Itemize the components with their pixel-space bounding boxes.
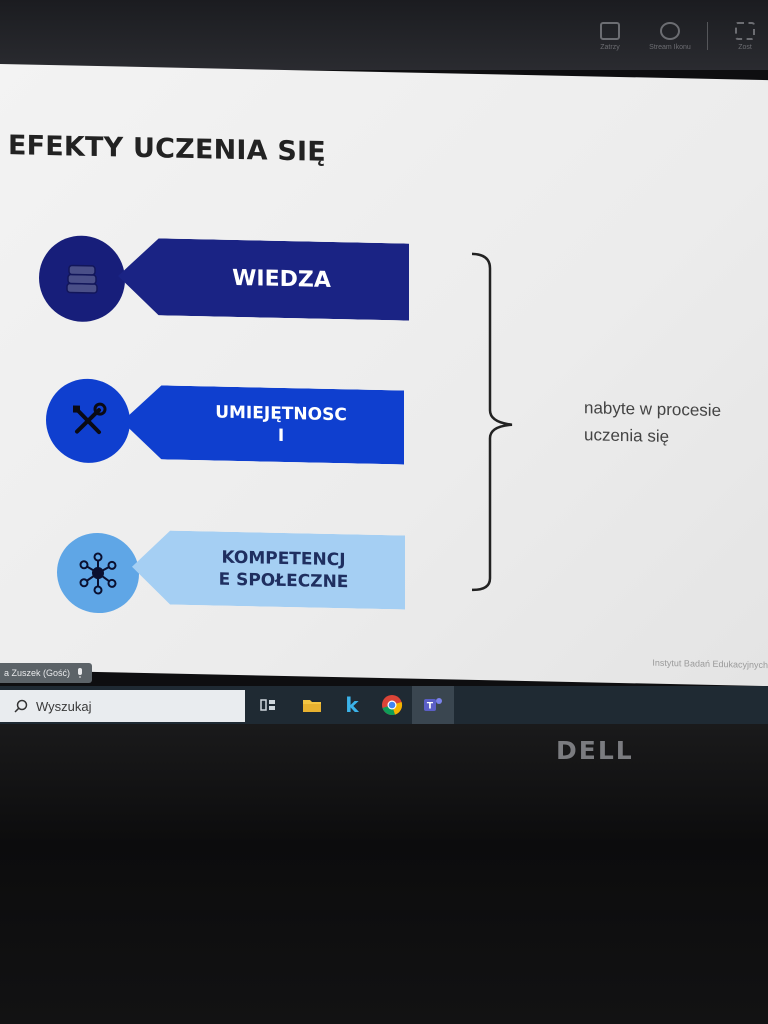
wiedza-banner: WIEDZA [118,237,409,320]
slide-footer: Instytut Badań Edukacyjnych [652,657,768,671]
umiejetnosci-label-line1: UMIEJĘTNOSC [215,402,347,426]
toolbar-item-stream[interactable]: Stream Ikonu [647,22,693,51]
toolbar-item-draw[interactable]: Zost [722,22,768,51]
umiejetnosci-banner: UMIEJĘTNOSC I [122,385,404,465]
presentation-slide: EFEKTY UCZENIA SIĘ WIEDZA UMIEJĘTNOSC I [0,64,768,687]
umiejetnosci-circle [46,377,130,464]
side-note: nabyte w procesie uczenia się [584,394,764,452]
side-note-line2: uczenia się [584,425,670,447]
kompetencje-label-line2: E SPOŁECZNE [218,569,349,593]
slide-title: EFEKTY UCZENIA SIĘ [8,130,326,168]
toolbar-label-draw: Zost [738,44,752,51]
stream-icon [660,22,680,40]
network-icon [79,552,117,595]
meeting-toolbar: Zatrzy Stream Ikonu Zost [587,22,768,51]
file-explorer-icon[interactable] [300,694,324,716]
curly-bracket [471,252,513,592]
wiedza-circle [39,234,125,323]
toolbar-item-stop[interactable]: Zatrzy [587,22,633,51]
svg-text:T: T [427,702,434,712]
participant-tag: a Zuszek (Gość) [0,663,93,683]
stop-icon [600,22,620,40]
taskbar-search[interactable]: Wyszukaj [0,690,245,722]
toolbar-separator [707,22,708,50]
books-icon [66,264,98,294]
windows-taskbar: Wyszukaj k T [0,686,768,724]
toolbar-label-stream: Stream Ikonu [649,44,691,51]
kompetencje-banner: KOMPETENCJ E SPOŁECZNE [132,530,405,610]
umiejetnosci-label-line2: I [277,425,285,446]
side-note-line1: nabyte w procesie [584,398,722,421]
teams-icon[interactable]: T [421,694,445,716]
chrome-icon[interactable] [380,694,404,716]
kahoot-icon[interactable]: k [345,693,359,717]
search-placeholder: Wyszukaj [36,698,92,714]
toolbar-label-stop: Zatrzy [600,44,620,51]
participant-name: a Zuszek (Gość) [4,668,71,678]
search-icon [14,699,28,713]
dell-logo: DELL [556,736,634,765]
wiedza-label: WIEDZA [232,265,331,293]
kompetencje-circle [57,532,139,614]
screen-top-strip: Zatrzy Stream Ikonu Zost [0,0,768,70]
laptop-bezel [0,724,768,1024]
pen-icon [735,22,755,40]
kompetencje-label-line1: KOMPETENCJ [221,547,346,571]
mic-muted-icon [78,668,83,678]
tools-icon [73,402,107,435]
task-view-icon[interactable] [256,694,280,716]
